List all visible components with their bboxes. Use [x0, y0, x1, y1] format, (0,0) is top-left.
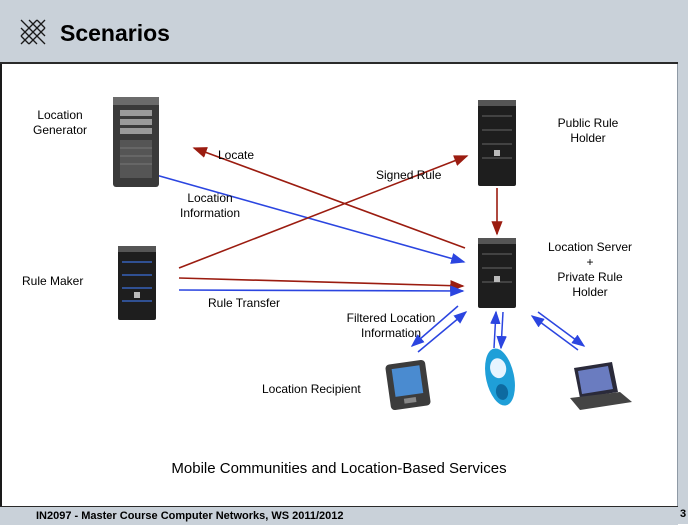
slide-subtitle: Mobile Communities and Location-Based Se…	[171, 460, 507, 477]
recipient-pda-arrow-up	[417, 311, 468, 353]
locate-label: Locate	[218, 148, 255, 162]
rule-transfer-arrow	[178, 277, 465, 292]
right-sidebar	[677, 0, 688, 524]
scenario-diagram	[113, 97, 632, 411]
location-recipient-label: Location Recipient	[262, 382, 361, 396]
footer-text: IN2097 - Master Course Computer Networks…	[36, 510, 344, 522]
rule-maker-server-icon	[118, 246, 156, 320]
public-rule-holder-server-icon	[478, 100, 516, 186]
recipient-phone-arrow-up	[490, 310, 501, 349]
recipient-laptop-arrow-up	[530, 315, 579, 351]
slide-header: Scenarios	[0, 0, 678, 64]
left-border	[0, 0, 2, 524]
recipient-phone-arrow-down	[496, 311, 507, 350]
signed-rule-arrow	[178, 155, 469, 269]
recipient-pda-arrow-down	[410, 305, 459, 347]
page-number: 3	[680, 508, 687, 520]
locate-arrow	[192, 147, 466, 249]
laptop-icon	[570, 362, 632, 410]
mobile-phone-icon	[485, 348, 515, 406]
slide-footer: IN2097 - Master Course Computer Networks…	[0, 506, 678, 525]
signed-rule-label: Signed Rule	[376, 168, 442, 182]
pda-icon	[385, 359, 431, 411]
rule-transfer-blue-arrow	[178, 285, 465, 297]
location-generator-server-icon	[113, 97, 159, 187]
grid-logo-icon	[20, 19, 46, 45]
location-server-icon	[478, 238, 516, 308]
page-title: Scenarios	[60, 20, 170, 46]
rule-maker-label: Rule Maker	[22, 274, 84, 288]
location-information-arrow	[155, 174, 466, 264]
recipient-laptop-arrow-down	[537, 311, 586, 347]
rule-transfer-label: Rule Transfer	[208, 296, 281, 310]
